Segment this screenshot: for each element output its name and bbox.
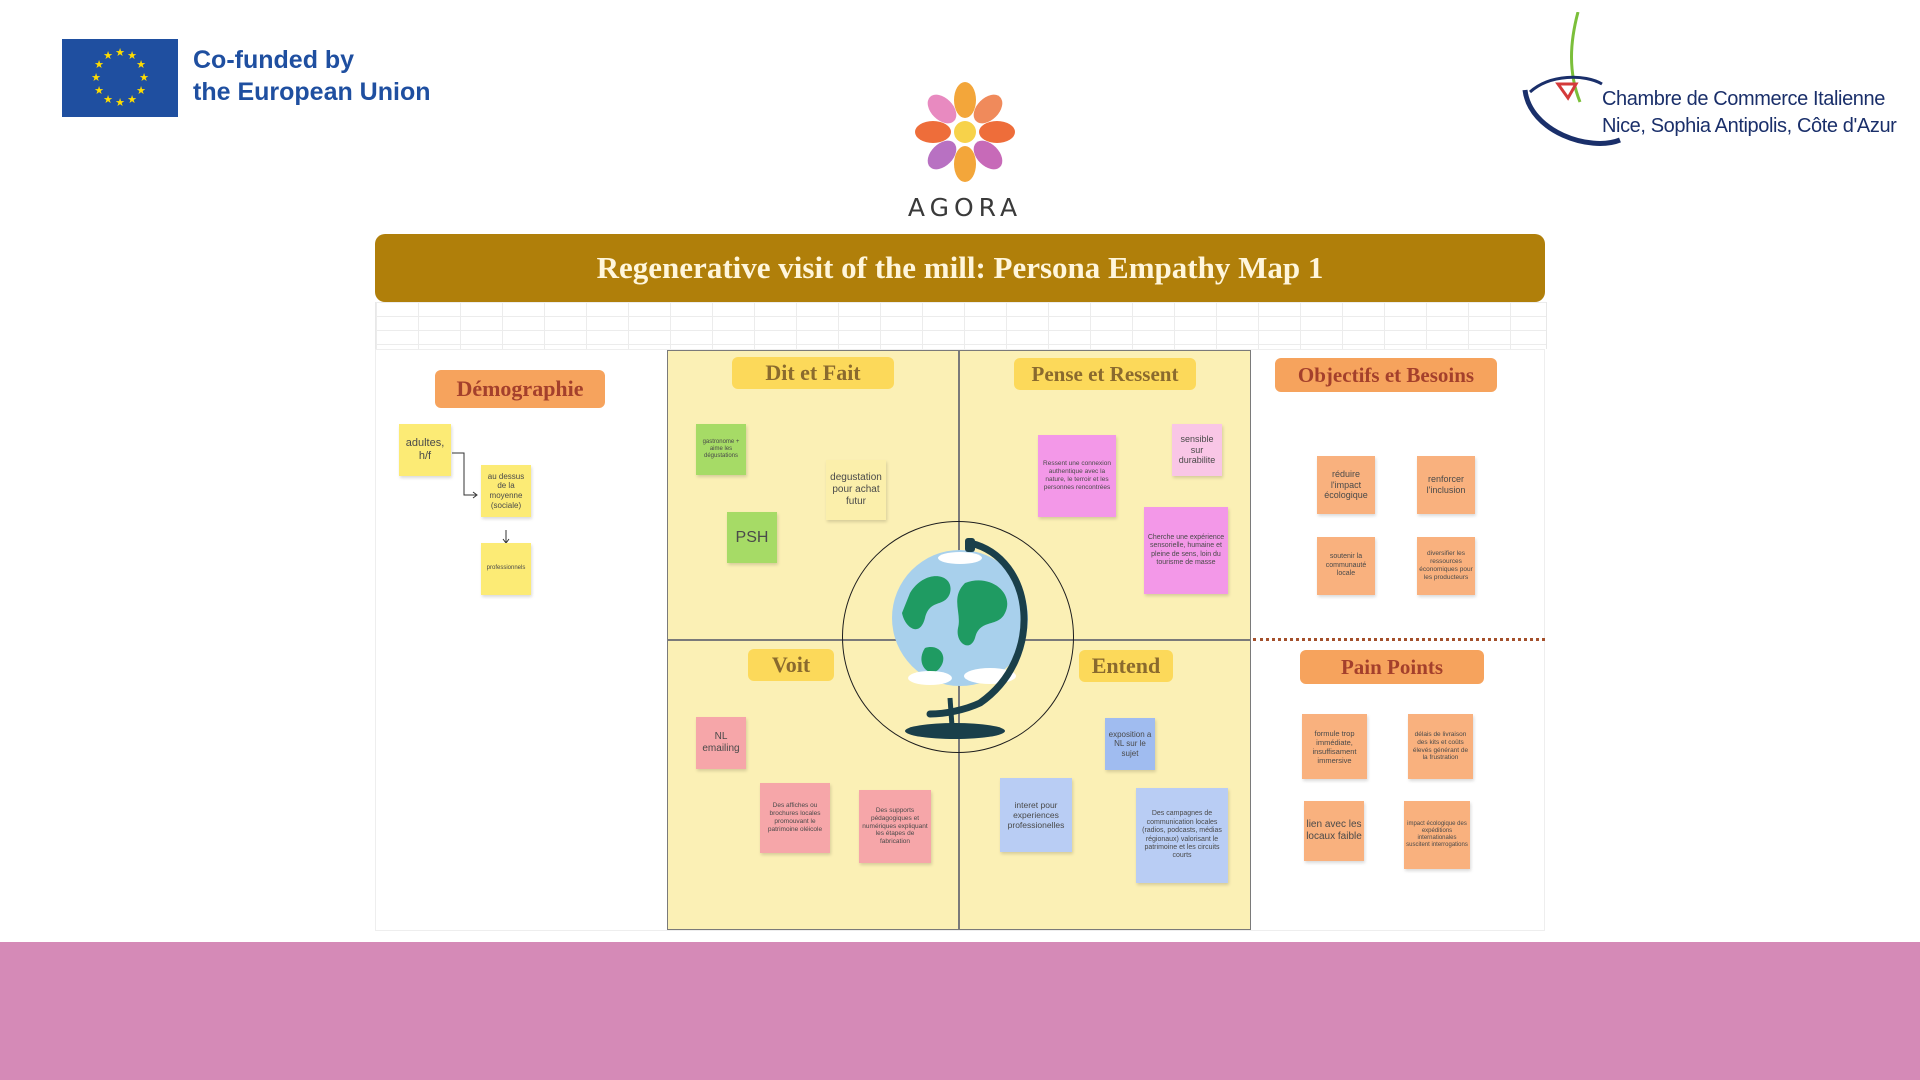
svg-text:★: ★ xyxy=(136,84,146,97)
note-pain-delais[interactable]: délais de livraison des kits et coûts él… xyxy=(1408,714,1473,779)
svg-text:★: ★ xyxy=(136,58,146,71)
note-pain-formule[interactable]: formule trop immédiate, insuffisament im… xyxy=(1302,714,1367,779)
note-voit-affiches[interactable]: Des affiches ou brochures locales promou… xyxy=(760,783,830,853)
note-obj-ressources[interactable]: diversifier les ressources économiques p… xyxy=(1417,537,1475,595)
note-demo-professionnels[interactable]: professionnels xyxy=(481,543,531,595)
dotted-divider xyxy=(1253,638,1545,641)
note-pense-connexion[interactable]: Ressent une connexion authentique avec l… xyxy=(1038,435,1116,517)
eu-line-2: the European Union xyxy=(193,78,431,106)
label-dit-et-fait: Dit et Fait xyxy=(732,357,894,389)
note-voit-supports[interactable]: Des supports pédagogiques et numériques … xyxy=(859,790,931,863)
grid-strip xyxy=(375,302,1547,349)
svg-text:★: ★ xyxy=(115,96,125,109)
cci-text: Chambre de Commerce Italienne Nice, Soph… xyxy=(1602,86,1897,140)
cci-line-1: Chambre de Commerce Italienne xyxy=(1602,88,1885,110)
note-entend-interet[interactable]: interet pour experiences professionelles xyxy=(1000,778,1072,852)
svg-text:★: ★ xyxy=(91,71,101,84)
svg-text:★: ★ xyxy=(94,84,104,97)
note-dit-psh[interactable]: PSH xyxy=(727,512,777,563)
label-pense-et-ressent: Pense et Ressent xyxy=(1014,358,1196,390)
eu-flag-logo: ★ ★ ★ ★ ★ ★ ★ ★ ★ ★ ★ ★ xyxy=(62,39,178,117)
svg-text:★: ★ xyxy=(127,49,137,62)
svg-text:★: ★ xyxy=(94,58,104,71)
label-demographie: Démographie xyxy=(435,370,605,408)
empathy-map-title-banner: Regenerative visit of the mill: Persona … xyxy=(375,234,1545,302)
globe-icon xyxy=(870,538,1060,743)
note-pense-experience[interactable]: Cherche une expérience sensorielle, huma… xyxy=(1144,507,1228,594)
label-objectifs-et-besoins: Objectifs et Besoins xyxy=(1275,358,1497,392)
eu-stars-icon: ★ ★ ★ ★ ★ ★ ★ ★ ★ ★ ★ ★ xyxy=(91,46,149,109)
note-obj-inclusion[interactable]: renforcer l'inclusion xyxy=(1417,456,1475,514)
svg-text:★: ★ xyxy=(103,93,113,106)
agora-wordmark: AGORA xyxy=(907,193,1023,222)
note-voit-nl[interactable]: NL emailing xyxy=(696,717,746,769)
footer-band xyxy=(0,942,1920,1080)
eu-line-1: Co-funded by xyxy=(193,46,355,74)
note-demo-adultes[interactable]: adultes, h/f xyxy=(399,424,451,476)
svg-text:★: ★ xyxy=(127,93,137,106)
note-entend-exposition[interactable]: exposition a NL sur le sujet xyxy=(1105,718,1155,770)
note-dit-degustation[interactable]: degustation pour achat futur xyxy=(826,460,886,520)
note-pain-impact[interactable]: impact écologique des expéditions intern… xyxy=(1404,801,1470,869)
note-dit-gastronome[interactable]: gastronome + aime les dégustations xyxy=(696,424,746,475)
eu-funding-text: Co-funded by the European Union xyxy=(193,44,431,108)
note-entend-campagnes[interactable]: Des campagnes de communication locales (… xyxy=(1136,788,1228,883)
note-pain-lien[interactable]: lien avec les locaux faible xyxy=(1304,801,1364,861)
label-voit: Voit xyxy=(748,649,834,681)
label-pain-points: Pain Points xyxy=(1300,650,1484,684)
label-entend: Entend xyxy=(1079,650,1173,682)
note-obj-impact[interactable]: réduire l'impact écologique xyxy=(1317,456,1375,514)
note-demo-moyenne[interactable]: au dessus de la moyenne (sociale) xyxy=(481,465,531,517)
globe-ring xyxy=(842,521,1074,753)
svg-text:★: ★ xyxy=(103,49,113,62)
cci-line-2: Nice, Sophia Antipolis, Côte d'Azur xyxy=(1602,115,1897,137)
agora-flower-icon xyxy=(905,80,1025,190)
svg-text:★: ★ xyxy=(115,46,125,59)
svg-text:★: ★ xyxy=(139,71,149,84)
note-pense-durabilite[interactable]: sensible sur durabilite xyxy=(1172,424,1222,476)
note-obj-communaute[interactable]: soutenir la communauté locale xyxy=(1317,537,1375,595)
cci-swoosh-icon xyxy=(1520,11,1630,147)
